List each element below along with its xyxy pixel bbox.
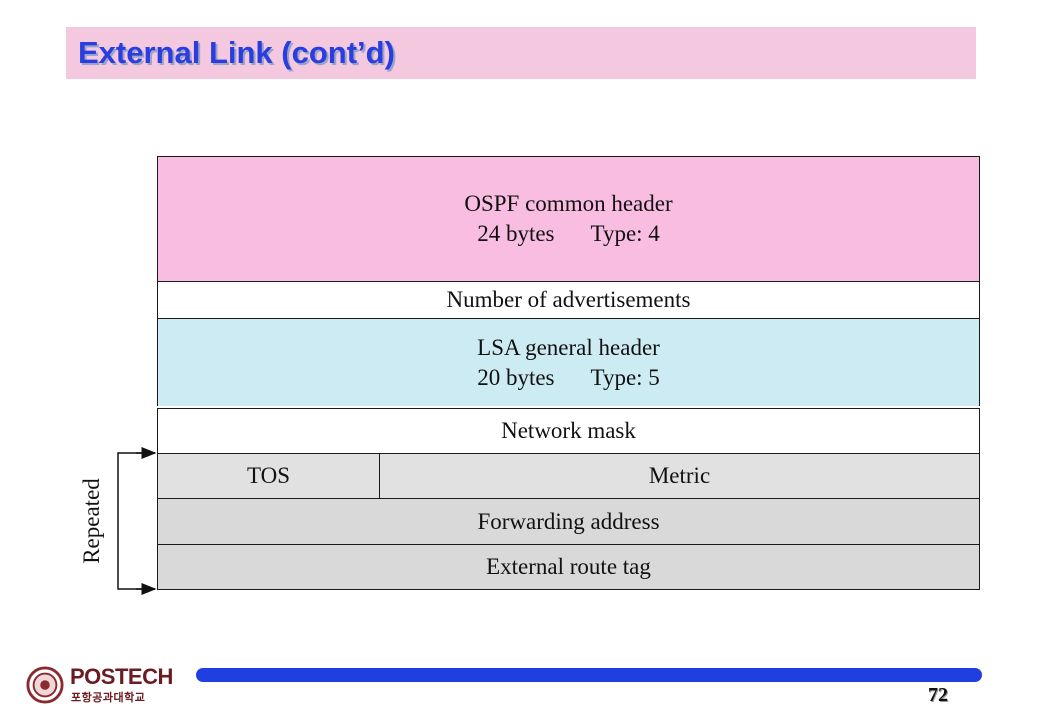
ospf-common-header-box: OSPF common header 24 bytes Type: 4 xyxy=(157,156,980,282)
ospf-header-type: Type: 4 xyxy=(590,221,660,246)
tos-label: TOS xyxy=(246,463,291,488)
postech-emblem-icon xyxy=(26,666,64,704)
num-advertisements-label: Number of advertisements xyxy=(446,287,691,312)
page-number: 72 xyxy=(928,684,948,706)
lsa-general-header-box: LSA general header 20 bytes Type: 5 xyxy=(157,318,980,406)
metric-label: Metric xyxy=(648,463,711,488)
metric-box: Metric xyxy=(379,453,980,499)
lsa-header-label: LSA general header xyxy=(477,334,660,360)
footer-bar xyxy=(196,668,982,682)
ospf-header-bytes: 24 bytes xyxy=(477,221,555,246)
network-mask-box: Network mask xyxy=(157,408,980,454)
forwarding-address-box: Forwarding address xyxy=(157,498,980,545)
title-bar: External Link (cont’d) xyxy=(66,27,976,79)
external-route-tag-label: External route tag xyxy=(486,554,651,579)
forwarding-address-label: Forwarding address xyxy=(477,508,660,534)
external-route-tag-box: External route tag xyxy=(157,544,980,590)
network-mask-label: Network mask xyxy=(501,418,636,443)
lsa-header-type: Type: 5 xyxy=(590,364,660,390)
logo-korean-name: 포항공과대학교 xyxy=(71,691,146,704)
ospf-header-label: OSPF common header xyxy=(464,191,673,216)
repeated-label: Repeated xyxy=(79,478,104,564)
logo-wordmark: POSTECH xyxy=(70,664,173,689)
slide-title: External Link (cont’d) xyxy=(78,35,395,70)
lsa-header-bytes: 20 bytes xyxy=(477,364,555,390)
